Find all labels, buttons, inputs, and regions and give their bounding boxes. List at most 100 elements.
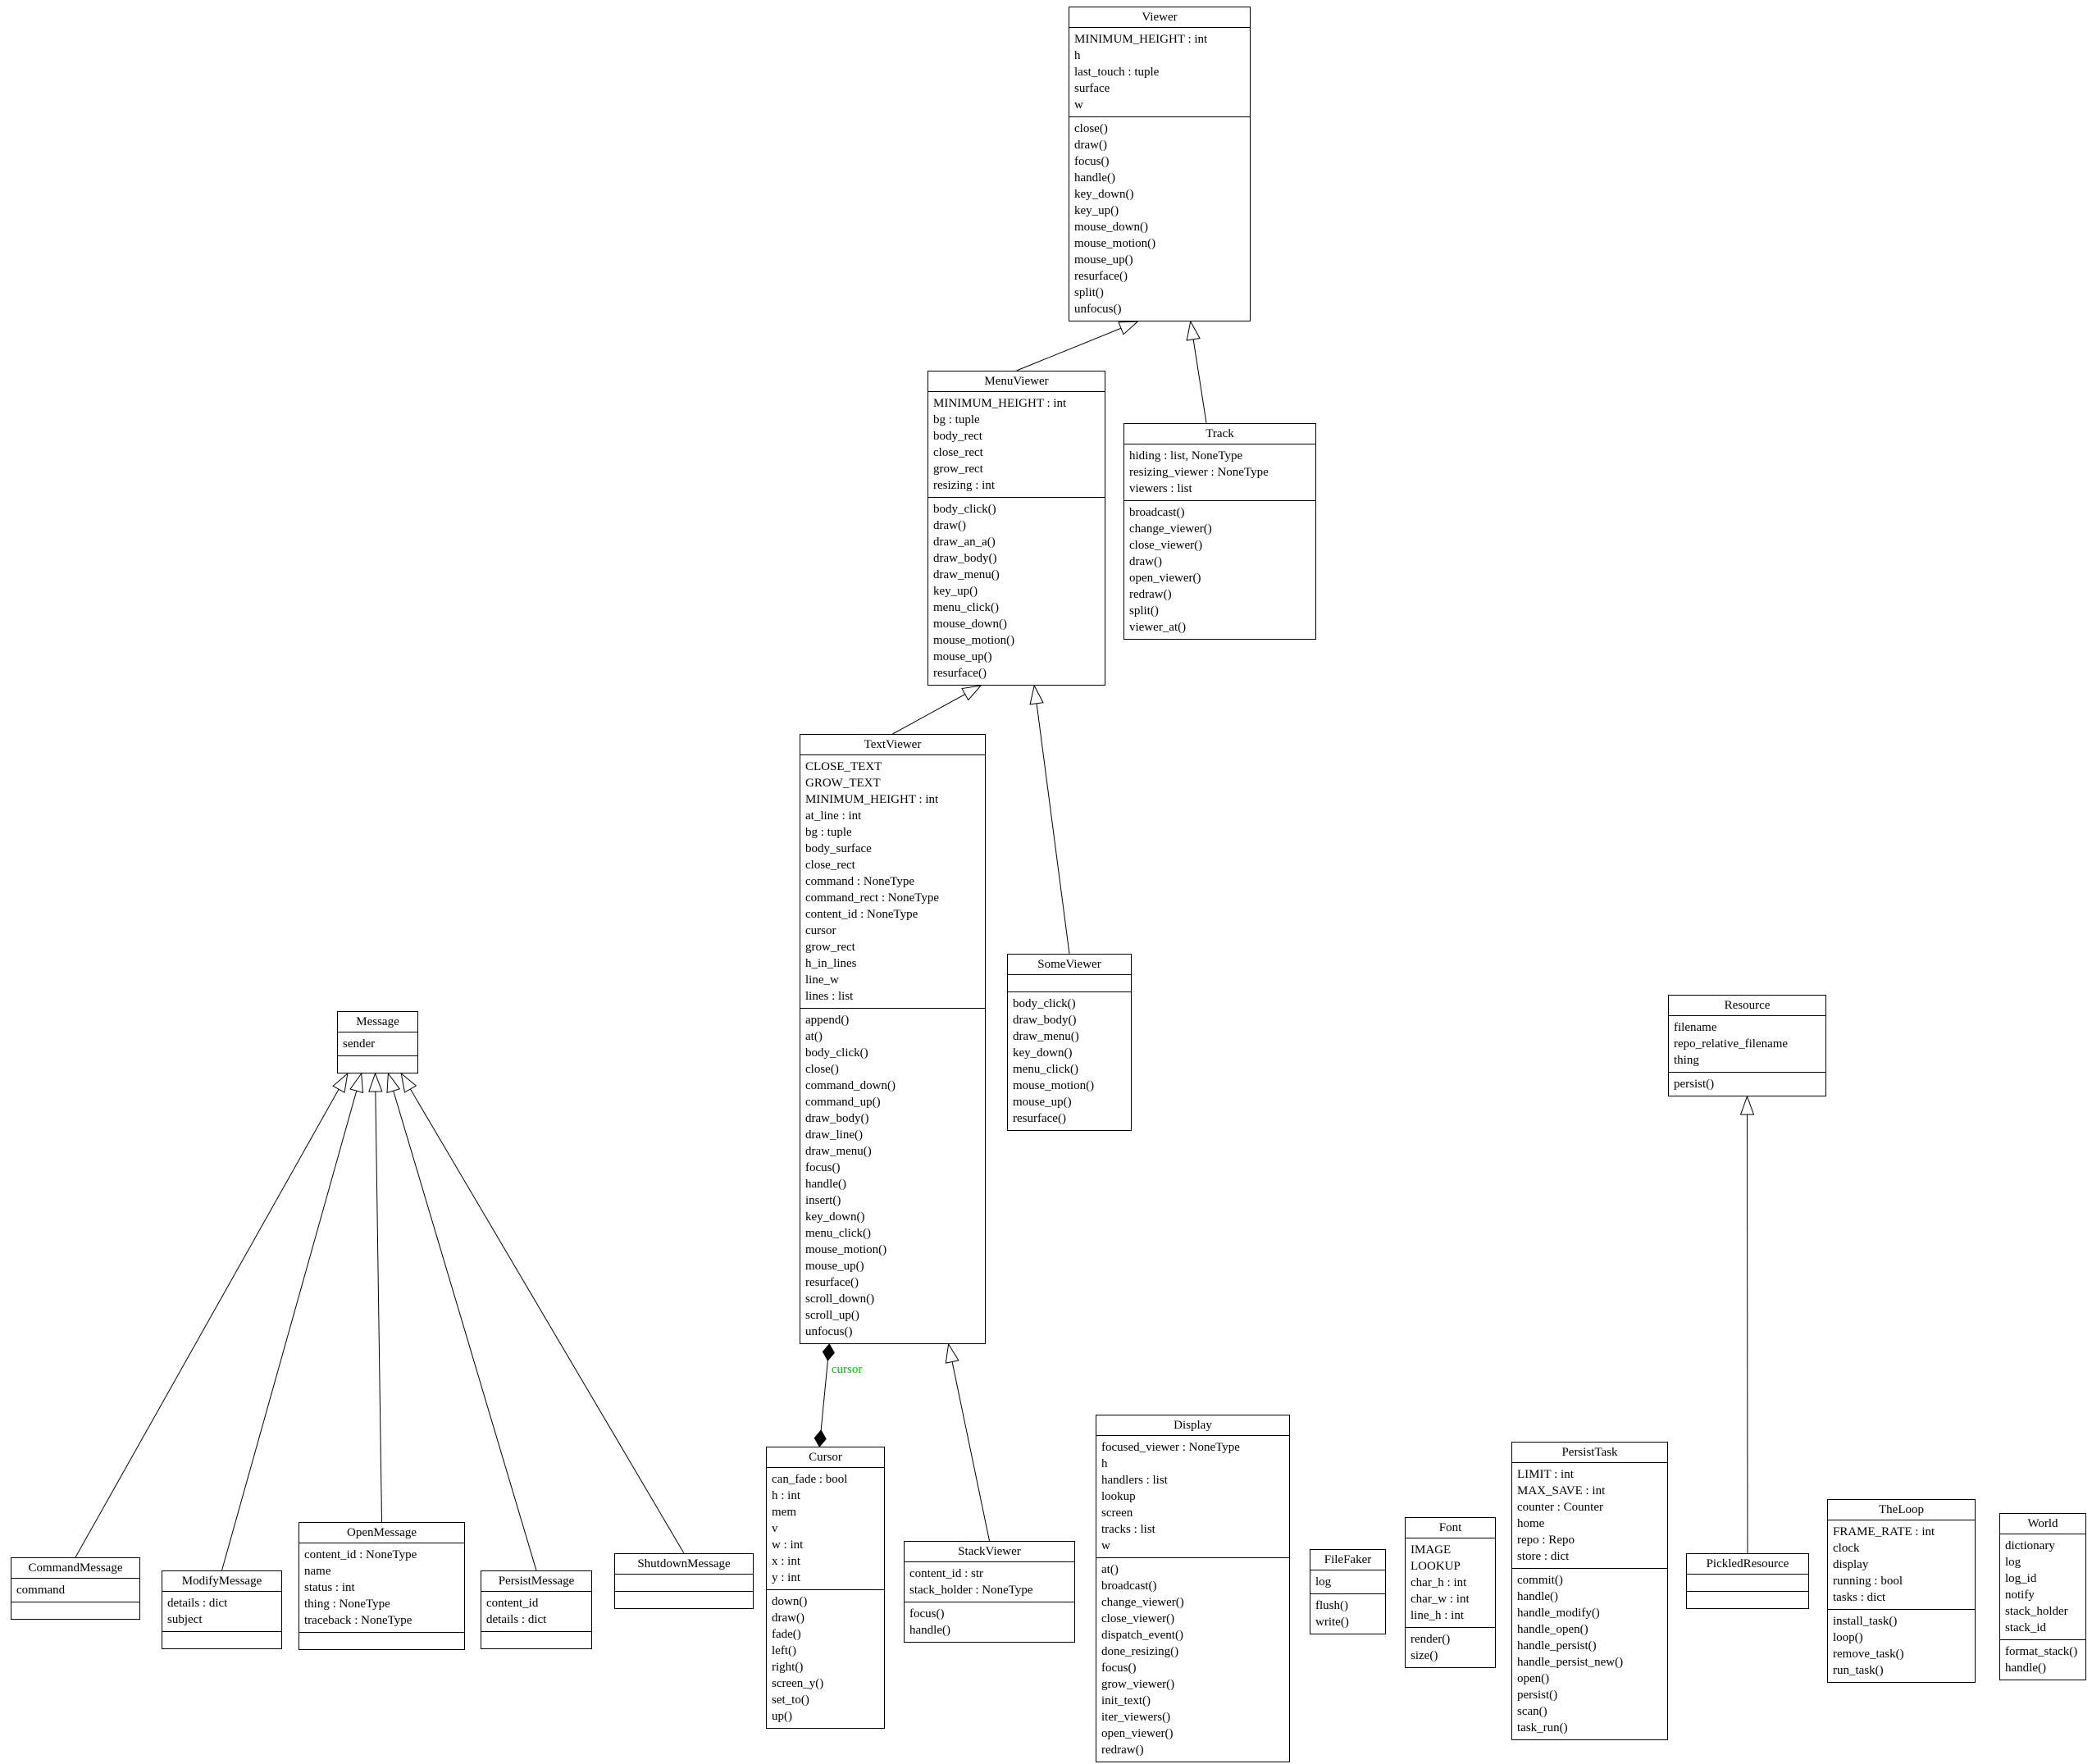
method: flush()	[1315, 1599, 1348, 1612]
method: scroll_up()	[805, 1309, 859, 1322]
attribute: last_touch : tuple	[1074, 66, 1160, 79]
method: redraw()	[1101, 1743, 1144, 1757]
method: render()	[1411, 1633, 1451, 1646]
class-name-persisttask: PersistTask	[1512, 1443, 1667, 1463]
method: done_resizing()	[1101, 1645, 1179, 1658]
track-methods-section: broadcast()change_viewer()close_viewer()…	[1124, 500, 1315, 639]
method: iter_viewers()	[1101, 1711, 1171, 1724]
attribute: h	[1101, 1457, 1108, 1470]
resource-methods-section: persist()	[1669, 1072, 1825, 1096]
method: change_viewer()	[1101, 1596, 1184, 1609]
message-methods-section	[338, 1055, 417, 1073]
attribute: thing	[1674, 1054, 1699, 1067]
attribute: repo : Repo	[1517, 1534, 1575, 1547]
method: mouse_motion()	[1074, 237, 1156, 250]
attribute: mem	[772, 1506, 796, 1519]
attribute: bg : tuple	[933, 413, 980, 426]
attribute: screen	[1101, 1506, 1133, 1520]
class-name-font: Font	[1406, 1518, 1495, 1538]
method: draw_body()	[1013, 1014, 1077, 1027]
method: close()	[1074, 122, 1108, 135]
method: handle_modify()	[1517, 1607, 1600, 1620]
method: size()	[1411, 1649, 1438, 1662]
method: draw_body()	[805, 1112, 869, 1125]
attribute: home	[1517, 1517, 1545, 1530]
pickledresource-attributes-section	[1687, 1575, 1808, 1591]
edge-label-cursor-textviewer: cursor	[832, 1363, 863, 1376]
method: at()	[1101, 1563, 1119, 1576]
attribute: dictionary	[2005, 1539, 2055, 1552]
attribute: content_id	[486, 1597, 539, 1610]
persistmessage-methods-section	[481, 1631, 591, 1648]
attribute: handlers : list	[1101, 1474, 1168, 1487]
method: open()	[1517, 1672, 1550, 1685]
attribute: running : bool	[1833, 1575, 1903, 1588]
cursor-methods-section: down()draw()fade()left()right()screen_y(…	[767, 1589, 884, 1728]
method: handle()	[2005, 1661, 2046, 1675]
attribute: MAX_SAVE : int	[1517, 1484, 1606, 1497]
method: persist()	[1674, 1078, 1715, 1091]
method: split()	[1074, 286, 1104, 299]
class-name-viewer: Viewer	[1069, 7, 1250, 28]
attribute: lines : list	[805, 990, 854, 1003]
method: handle_persist()	[1517, 1639, 1597, 1652]
method: grow_viewer()	[1101, 1678, 1175, 1691]
edge-stackviewer-textviewer	[945, 1342, 990, 1542]
method: command_down()	[805, 1079, 896, 1092]
attribute: w	[1101, 1539, 1110, 1552]
edge-openmessage-message	[368, 1072, 383, 1523]
attribute: resizing_viewer : NoneType	[1129, 466, 1269, 479]
method: mouse_motion()	[805, 1243, 887, 1256]
attribute: v	[772, 1522, 778, 1535]
method: set_to()	[772, 1693, 809, 1707]
method: draw_menu()	[1013, 1030, 1079, 1043]
method: body_click()	[1013, 997, 1076, 1010]
attribute: h	[1074, 49, 1081, 62]
method: focus()	[1101, 1661, 1137, 1675]
attribute: log	[1315, 1575, 1332, 1589]
attribute: tracks : list	[1101, 1523, 1155, 1536]
attribute: at_line : int	[805, 809, 862, 823]
class-name-resource: Resource	[1669, 996, 1825, 1016]
method: unfocus()	[1074, 303, 1122, 316]
class-name-commandmessage: CommandMessage	[11, 1558, 139, 1579]
method: focus()	[1074, 155, 1110, 168]
edge-track-viewer	[1186, 320, 1207, 424]
attribute: command : NoneType	[805, 875, 915, 888]
attribute: y : int	[772, 1571, 801, 1584]
attribute: thing : NoneType	[304, 1598, 390, 1611]
method: mouse_up()	[1074, 253, 1133, 267]
attribute: store : dict	[1517, 1550, 1570, 1563]
method: left()	[772, 1644, 796, 1657]
attribute: focused_viewer : NoneType	[1101, 1441, 1240, 1454]
method: mouse_down()	[933, 618, 1007, 631]
commandmessage-methods-section	[11, 1602, 139, 1619]
method: persist()	[1517, 1689, 1558, 1702]
method: close_viewer()	[1101, 1612, 1175, 1625]
attribute: notify	[2005, 1589, 2035, 1602]
class-name-pickledresource: PickledResource	[1687, 1554, 1808, 1575]
attribute: grow_rect	[933, 463, 983, 476]
attribute: MINIMUM_HEIGHT : int	[933, 397, 1067, 410]
method: draw()	[933, 519, 966, 532]
attribute: filename	[1674, 1021, 1717, 1034]
shutdownmessage-attributes-section	[615, 1575, 753, 1591]
attribute: command	[16, 1584, 66, 1597]
edge-cursor-textviewer	[814, 1343, 835, 1447]
shutdownmessage-methods-section	[615, 1591, 753, 1608]
display-methods-section: at()broadcast()change_viewer()close_view…	[1096, 1557, 1289, 1762]
someviewer-methods-section: body_click()draw_body()draw_menu()key_do…	[1008, 991, 1131, 1130]
attribute: close_rect	[933, 446, 983, 459]
